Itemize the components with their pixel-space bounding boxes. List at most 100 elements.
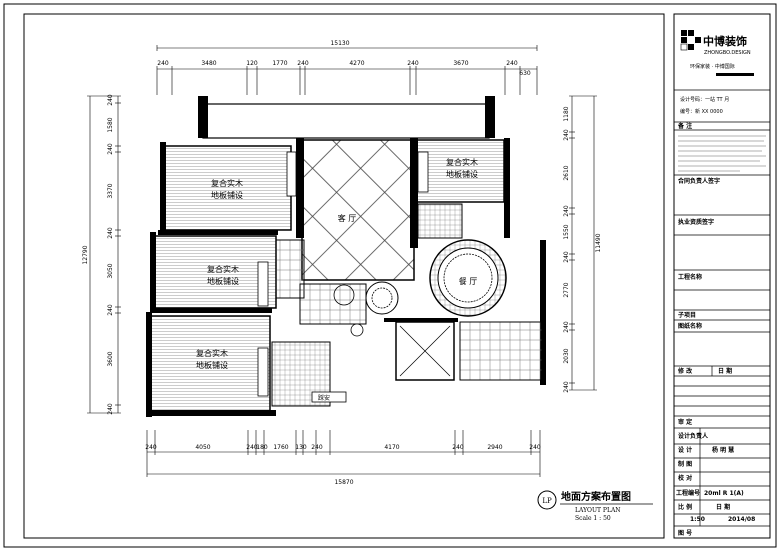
bedroom-c — [149, 315, 271, 414]
plan-title: LP 地面方案布置图 LAYOUT PLAN Scale 1 : 50 — [537, 490, 653, 522]
dim-bottom: 4050 — [195, 444, 210, 451]
company-logo — [680, 30, 701, 51]
dimension-labels: 15130 240 3480 120 1770 240 4270 240 367… — [82, 40, 602, 486]
bedroom-a — [163, 145, 292, 231]
room-label-dining: 餐 厅 — [459, 277, 478, 286]
dim-right: 2770 — [563, 282, 570, 297]
title-block — [673, 13, 771, 539]
dim-top: 240 — [407, 60, 419, 67]
kitchen — [459, 321, 543, 381]
dim-left: 3600 — [107, 351, 114, 366]
dim-right: 240 — [563, 321, 570, 333]
dim-left: 240 — [107, 227, 114, 239]
dim-left: 240 — [107, 94, 114, 106]
draw-label: 制 图 — [678, 460, 692, 468]
dim-top-total: 15130 — [330, 40, 349, 47]
remark-text-lines — [678, 135, 766, 172]
dim-right: 240 — [563, 381, 570, 393]
drawing-name-label: 图纸名称 — [678, 322, 702, 330]
dim-bottom: 4170 — [384, 444, 399, 451]
dim-left-total: 12790 — [82, 245, 89, 264]
ratio-label: 比 例 — [678, 503, 692, 511]
dim-right: 2030 — [563, 348, 570, 363]
room-label: 地板铺设 — [446, 169, 478, 179]
room-label: 地板铺设 — [207, 276, 239, 286]
room-label: 复合实木 — [207, 264, 239, 274]
dim-top: 240 — [506, 60, 518, 67]
room-label: 地板铺设 — [196, 360, 228, 370]
design-label: 设 计 — [678, 446, 692, 454]
dim-top: 3480 — [201, 60, 216, 67]
change-label: 修 改 — [677, 367, 693, 375]
bedroom-b — [153, 235, 277, 309]
dim-top-right: 630 — [519, 70, 531, 77]
project-no-value: 20ml R 1(A) — [704, 490, 744, 497]
dim-top: 4270 — [349, 60, 364, 67]
dimensions — [87, 45, 597, 477]
floor-plan — [146, 96, 546, 417]
dim-bottom: 240 — [145, 444, 157, 451]
plan-badge-text: LP — [542, 497, 552, 505]
dim-right: 1550 — [563, 224, 570, 239]
plan-badge — [537, 490, 557, 510]
dim-top: 3670 — [453, 60, 468, 67]
dim-bottom: 180 — [256, 444, 268, 451]
dim-bottom: 1760 — [273, 444, 288, 451]
dim-top: 240 — [297, 60, 309, 67]
company-slogan: 环保家装 · 中博国际 — [690, 63, 735, 70]
dim-bottom: 240 — [529, 444, 541, 451]
dim-left: 1580 — [107, 117, 114, 132]
contact-1: 设计号码：一站 TT 月 — [680, 96, 729, 103]
ratio-value: 1:50 — [690, 516, 705, 523]
review-label: 审 定 — [678, 418, 692, 426]
dim-left: 240 — [107, 403, 114, 415]
dim-right: 240 — [563, 129, 570, 141]
dim-right: 240 — [563, 251, 570, 263]
room-labels: 复合实木 地板铺设 复合实木 地板铺设 复合实木 地板铺设 复合实木 地板铺设 … — [196, 157, 478, 402]
dim-right: 1180 — [563, 106, 570, 121]
date2-label: 日 期 — [716, 503, 730, 511]
plan-title-text: 地面方案布置图 — [561, 490, 631, 503]
dim-left: 240 — [107, 143, 114, 155]
project-no-label: 工程编号 — [676, 489, 700, 497]
dim-bottom: 130 — [295, 444, 307, 451]
dim-left: 3370 — [107, 183, 114, 198]
room-label-bath: 踩安 — [318, 394, 330, 402]
dim-right: 2610 — [563, 165, 570, 180]
dim-left: 240 — [107, 304, 114, 316]
plan-scale: Scale 1 : 50 — [575, 515, 611, 522]
dim-top: 1770 — [272, 60, 287, 67]
dim-top: 120 — [246, 60, 258, 67]
dim-bottom: 2940 — [487, 444, 502, 451]
dim-top: 240 — [157, 60, 169, 67]
outer-frame — [3, 3, 777, 548]
living-room — [301, 139, 415, 281]
room-label: 复合实木 — [211, 178, 243, 188]
project-name-label: 工程名称 — [678, 273, 702, 281]
plan-subtitle: LAYOUT PLAN — [575, 507, 621, 514]
designer2-label: 设计负责人 — [678, 432, 709, 440]
corridor — [275, 239, 305, 299]
sub-project-label: 子项目 — [678, 311, 696, 319]
design-value: 杨 明 慧 — [712, 446, 734, 454]
dim-right-total: 11490 — [595, 233, 602, 252]
dim-bottom: 240 — [452, 444, 464, 451]
dim-bottom: 240 — [311, 444, 323, 451]
room-label: 复合实木 — [196, 348, 228, 358]
designer-sign-label: 合同负责人签字 — [678, 177, 720, 185]
inner-frame — [23, 13, 665, 539]
exec-sign-label: 执业资质签字 — [678, 218, 714, 226]
dim-left: 3050 — [107, 263, 114, 278]
date2-value: 2014/08 — [728, 516, 755, 523]
company-name: 中博装饰 — [703, 34, 747, 48]
date-label: 日 期 — [718, 367, 732, 375]
contact-2: 编号：新 XX 0000 — [680, 108, 723, 115]
company-name-en: ZHONGBO.DESIGN — [704, 50, 751, 56]
dim-right: 240 — [563, 205, 570, 217]
dim-bottom: 240 — [246, 444, 258, 451]
room-label-living: 客 厅 — [338, 213, 357, 223]
room-label: 地板铺设 — [211, 190, 243, 200]
bath-upper — [417, 203, 463, 239]
check-label: 校 对 — [678, 474, 692, 482]
